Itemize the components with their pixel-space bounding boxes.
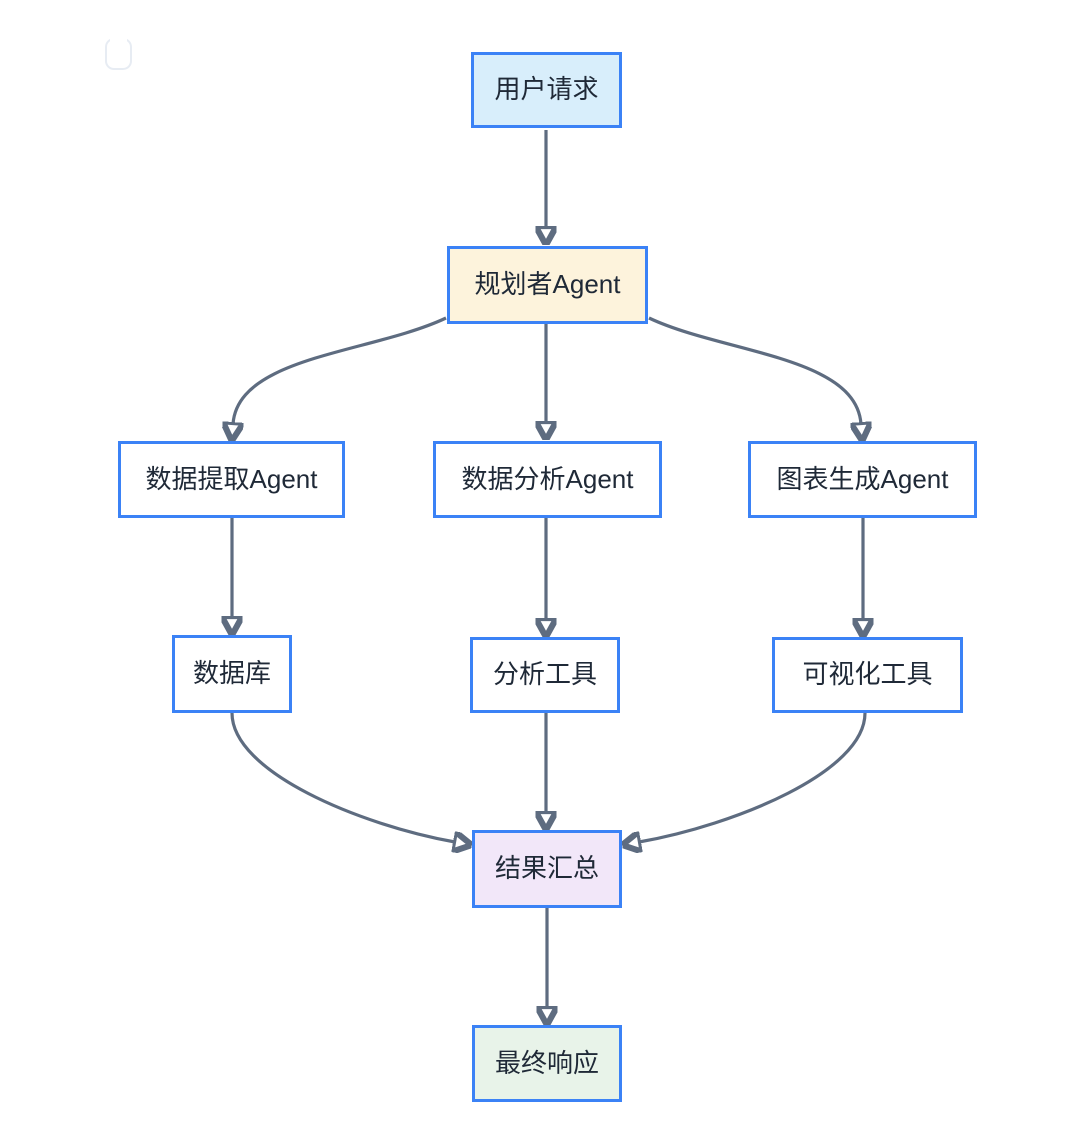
node-database: 数据库: [172, 635, 292, 713]
node-data-analysis-agent-label: 数据分析Agent: [461, 463, 634, 494]
node-user-request: 用户请求: [471, 52, 622, 128]
node-analysis-tools: 分析工具: [470, 637, 620, 713]
node-data-analysis-agent: 数据分析Agent: [433, 441, 662, 518]
node-visualization-tools-label: 可视化工具: [802, 659, 933, 690]
edge-viztools-to-summary: [639, 712, 867, 842]
node-planner-agent: 规划者Agent: [447, 246, 648, 324]
node-visualization-tools: 可视化工具: [772, 637, 963, 713]
edge-planner-to-extract: [233, 316, 447, 424]
node-analysis-tools-label: 分析工具: [492, 659, 597, 690]
node-result-summary-label: 结果汇总: [494, 853, 599, 884]
node-final-response-label: 最终响应: [494, 1047, 599, 1078]
node-data-extraction-agent: 数据提取Agent: [118, 441, 345, 518]
node-database-label: 数据库: [192, 658, 271, 689]
node-chart-generation-agent-label: 图表生成Agent: [776, 463, 949, 494]
node-user-request-label: 用户请求: [494, 74, 599, 105]
edge-database-to-summary: [230, 712, 455, 842]
edge-planner-to-chartgen: [648, 316, 861, 424]
node-data-extraction-agent-label: 数据提取Agent: [145, 463, 318, 494]
node-planner-agent-label: 规划者Agent: [474, 269, 621, 300]
faint-corner-bracket: [105, 37, 132, 70]
node-final-response: 最终响应: [472, 1025, 622, 1102]
node-chart-generation-agent: 图表生成Agent: [748, 441, 977, 518]
node-result-summary: 结果汇总: [472, 830, 622, 908]
